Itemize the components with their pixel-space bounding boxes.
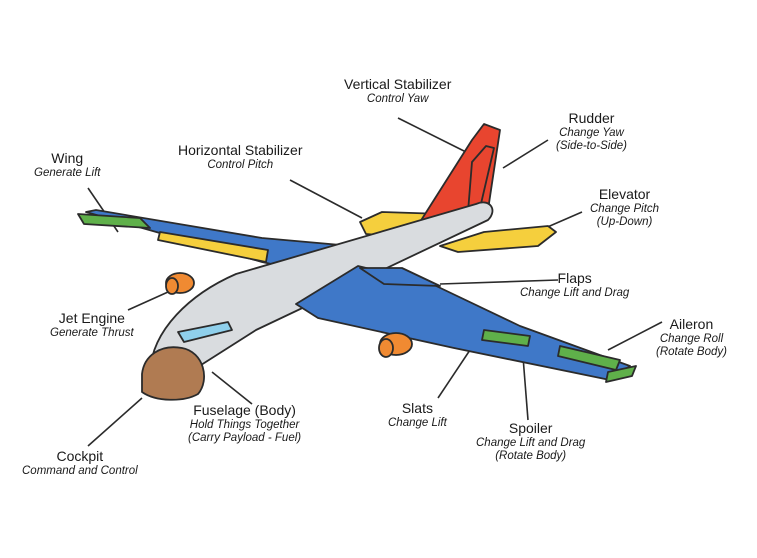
callout-elevator: Elevator Change Pitch (Up-Down) [590,186,659,230]
leader-vertical-stabilizer [397,117,467,153]
aileron-desc-2: (Rotate Body) [656,346,727,359]
callout-cockpit: Cockpit Command and Control [22,448,138,478]
vertical-stabilizer-label: Vertical Stabilizer [344,76,452,92]
jet-engine-desc: Generate Thrust [50,326,134,339]
wing-label: Wing [51,150,84,166]
leader-cockpit [87,397,143,447]
far-wing-control-surface [77,213,151,229]
cockpit-desc: Command and Control [22,464,138,477]
leader-aileron [607,321,663,351]
spoiler-desc-1: Change Lift and Drag [476,436,586,449]
spoiler-label: Spoiler [508,420,553,436]
elevator-desc-2: (Up-Down) [596,216,653,229]
rudder-desc-2: (Side-to-Side) [556,140,627,153]
aileron-desc-1: Change Roll [659,332,724,345]
callout-aileron: Aileron Change Roll (Rotate Body) [656,316,727,360]
elevator-desc-1: Change Pitch [590,202,660,215]
fuselage-desc-1: Hold Things Together [189,418,300,431]
vertical-stabilizer-desc: Control Yaw [366,92,429,105]
flaps-label: Flaps [557,270,592,286]
leader-fuselage [211,371,253,405]
rudder-label: Rudder [568,110,615,126]
callout-spoiler: Spoiler Change Lift and Drag (Rotate Bod… [476,420,585,464]
far-jet-engine [165,272,195,295]
callout-fuselage: Fuselage (Body) Hold Things Together (Ca… [188,402,301,446]
near-wing-flap [359,267,441,287]
leader-horizontal-stabilizer [289,179,363,219]
horizontal-stabilizer-desc: Control Pitch [207,158,274,171]
horizontal-stabilizer-label: Horizontal Stabilizer [178,142,303,158]
leader-flaps [439,279,559,285]
flaps-desc: Change Lift and Drag [520,286,630,299]
slats-label: Slats [401,400,433,416]
spoiler-surface [481,329,531,347]
rudder-desc-1: Change Yaw [559,126,624,139]
fuselage-desc-2: (Carry Payload - Fuel) [188,432,302,445]
near-jet-engine [378,332,413,358]
callout-flaps: Flaps Change Lift and Drag [520,270,629,300]
elevator [439,225,557,253]
wing-desc: Generate Lift [34,166,101,179]
cockpit-label: Cockpit [56,448,104,464]
slats-desc: Change Lift [388,416,447,429]
leader-rudder [502,139,549,169]
callout-jet-engine: Jet Engine Generate Thrust [50,310,134,340]
callout-rudder: Rudder Change Yaw (Side-to-Side) [556,110,627,154]
aileron-label: Aileron [669,316,714,332]
rudder-surface [467,145,495,213]
far-wing-flap [157,231,269,263]
elevator-label: Elevator [598,186,651,202]
jet-engine-label: Jet Engine [58,310,125,326]
leader-jet-engine [127,291,169,311]
leader-lines [87,117,663,447]
fuselage-label: Fuselage (Body) [193,402,296,418]
leader-slats [437,349,471,399]
cockpit-nose [141,346,205,401]
callout-wing: Wing Generate Lift [34,150,100,180]
spoiler-desc-2: (Rotate Body) [495,450,567,463]
callout-vertical-stabilizer: Vertical Stabilizer Control Yaw [344,76,451,106]
cockpit-window [177,321,233,343]
callout-horizontal-stabilizer: Horizontal Stabilizer Control Pitch [178,142,303,172]
wingtip-surface [605,365,637,383]
callout-slats: Slats Change Lift [388,400,447,430]
